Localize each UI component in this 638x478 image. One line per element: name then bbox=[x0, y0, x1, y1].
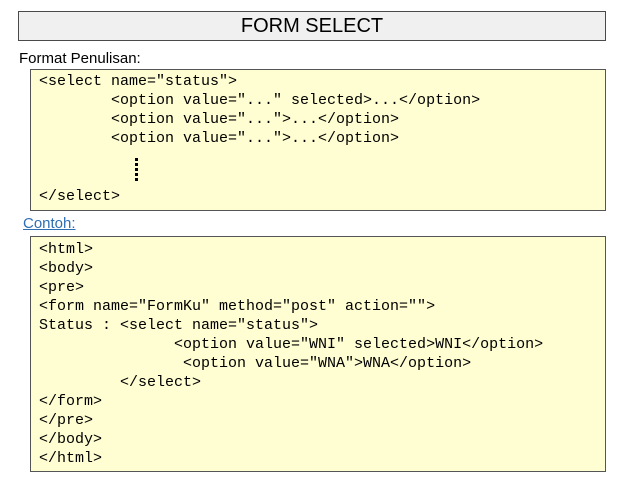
contoh-code-line: <form name="FormKu" method="post" action… bbox=[39, 298, 436, 315]
format-code-line: <option value="..." selected>...</option… bbox=[39, 92, 481, 109]
contoh-code-line: <html> bbox=[39, 241, 94, 258]
format-label: Format Penulisan: bbox=[19, 50, 141, 67]
contoh-code-box: <html> <body> <pre> <form name="FormKu" … bbox=[30, 236, 606, 472]
contoh-link[interactable]: Contoh: bbox=[23, 215, 76, 232]
contoh-code-line: </pre> bbox=[39, 412, 94, 429]
contoh-code-line: </body> bbox=[39, 431, 103, 448]
contoh-code-line: <body> bbox=[39, 260, 94, 277]
contoh-code-line: Status : <select name="status"> bbox=[39, 317, 319, 334]
format-code-box: <select name="status"> <option value="..… bbox=[30, 69, 606, 211]
contoh-code-line: <option value="WNA">WNA</option> bbox=[39, 355, 472, 372]
contoh-code-line: </form> bbox=[39, 393, 103, 410]
vertical-ellipsis-icon bbox=[133, 158, 139, 181]
format-code-line: <select name="status"> bbox=[39, 73, 238, 90]
slide-title-box: FORM SELECT bbox=[18, 11, 606, 41]
contoh-code-line: </html> bbox=[39, 450, 103, 467]
contoh-code-line: </select> bbox=[39, 374, 202, 391]
contoh-code-line: <option value="WNI" selected>WNI</option… bbox=[39, 336, 544, 353]
format-code-line: <option value="...">...</option> bbox=[39, 111, 400, 128]
format-code-line: <option value="...">...</option> bbox=[39, 130, 400, 147]
format-code-line: </select> bbox=[39, 188, 121, 205]
contoh-code-line: <pre> bbox=[39, 279, 85, 296]
slide-title: FORM SELECT bbox=[240, 14, 384, 37]
